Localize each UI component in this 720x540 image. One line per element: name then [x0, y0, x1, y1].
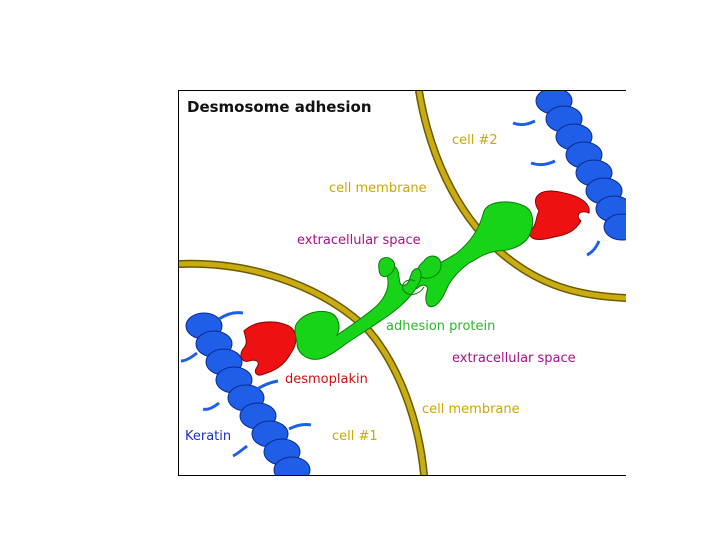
diagram-frame: Desmosome adhesion cell #2 cell membrane…	[178, 90, 626, 476]
label-cell-1: cell #1	[332, 429, 378, 444]
desmosome-illustration	[179, 91, 626, 475]
adhesion-protein-lower-knob	[378, 256, 396, 278]
label-adhesion-protein: adhesion protein	[386, 319, 496, 334]
label-cell-membrane-bottom: cell membrane	[422, 402, 520, 417]
label-extracellular-top: extracellular space	[297, 233, 421, 248]
cell-membrane-lower-fill	[179, 261, 427, 475]
label-cell-membrane-top: cell membrane	[329, 181, 427, 196]
keratin-upper	[512, 91, 626, 257]
label-desmoplakin: desmoplakin	[285, 372, 368, 387]
diagram-title: Desmosome adhesion	[187, 98, 372, 116]
adhesion-protein-lower	[294, 265, 422, 360]
adhesion-protein-link	[401, 279, 425, 295]
keratin-lower	[180, 311, 312, 475]
label-keratin: Keratin	[185, 429, 232, 444]
desmoplakin-upper	[528, 190, 590, 240]
label-extracellular-bottom: extracellular space	[452, 351, 576, 366]
label-cell-2: cell #2	[452, 133, 498, 148]
desmoplakin-lower	[240, 321, 297, 376]
